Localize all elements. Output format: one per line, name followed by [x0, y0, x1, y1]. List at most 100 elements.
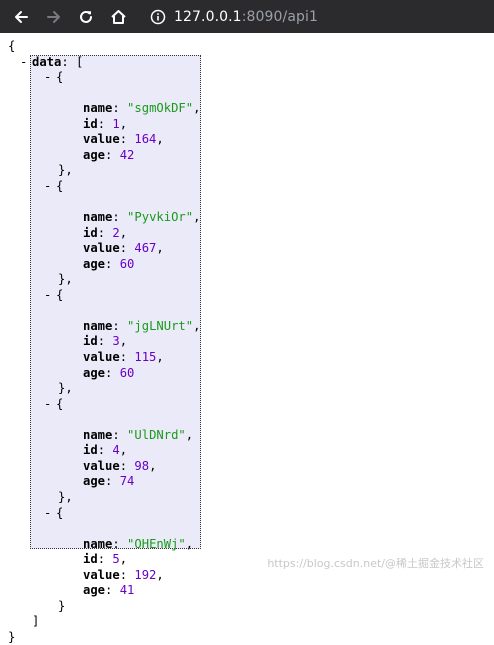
quote: " — [127, 318, 135, 333]
field-value: value: 164, — [83, 131, 164, 147]
url-path: :8090/api1 — [241, 8, 319, 25]
field-name: name: "OHEnWj", — [83, 536, 193, 552]
quote: " — [127, 536, 135, 551]
address-bar[interactable]: 127.0.0.1:8090/api1 — [150, 0, 318, 33]
colon: : — [61, 54, 77, 69]
field-key-id: id — [83, 552, 98, 567]
field-value-age: 74 — [119, 474, 135, 489]
field-key-value: value — [83, 350, 120, 364]
data-key: data — [32, 54, 62, 69]
item-open-brace: { — [56, 70, 64, 85]
field-key-name: name — [83, 318, 113, 333]
field-age: age: 74 — [83, 473, 134, 489]
close-brace: } — [8, 629, 16, 644]
field-value-value: 98 — [134, 458, 150, 473]
field-key-id: id — [83, 116, 98, 131]
colon: : — [119, 132, 135, 147]
field-value-age: 41 — [119, 583, 135, 598]
colon: : — [119, 567, 135, 582]
comma: , — [156, 132, 164, 147]
quote: " — [127, 101, 135, 116]
comma: , — [119, 334, 128, 349]
item-collapse-toggle[interactable]: - — [44, 287, 52, 302]
field-key-value: value — [83, 241, 120, 256]
item-close-brace: } — [58, 598, 66, 613]
reload-icon — [80, 10, 92, 23]
field-key-id: id — [83, 334, 98, 349]
comma: , — [119, 225, 128, 240]
field-age: age: 60 — [83, 365, 134, 381]
item-open-brace: { — [56, 178, 64, 193]
quote: " — [185, 318, 194, 333]
colon: : — [119, 458, 135, 473]
field-value: value: 98, — [83, 458, 156, 474]
field-key-id: id — [83, 443, 98, 458]
field-value-id: 2 — [112, 225, 120, 240]
field-key-age: age — [83, 147, 106, 162]
item-open: { — [56, 396, 63, 412]
item-close-brace: }, — [58, 272, 73, 287]
comma: , — [185, 536, 194, 551]
comma: , — [156, 241, 164, 256]
item-collapse-toggle[interactable]: - — [44, 396, 52, 411]
url-text[interactable]: 127.0.0.1:8090/api1 — [174, 9, 318, 25]
colon: : — [105, 583, 120, 598]
colon: : — [97, 552, 113, 567]
field-age: age: 42 — [83, 147, 134, 163]
quote: " — [127, 427, 135, 442]
colon: : — [105, 365, 120, 380]
item-close: }, — [58, 380, 73, 396]
field-key-age: age — [83, 583, 106, 598]
comma: , — [119, 116, 128, 131]
json-open-brace: { — [8, 38, 15, 54]
forward-arrow-icon — [47, 10, 60, 23]
array-open: [ — [76, 54, 84, 69]
field-id: id: 2, — [83, 225, 127, 241]
item-close-brace: }, — [58, 163, 73, 178]
quote: " — [178, 427, 186, 442]
field-value-name: OHEnWj — [134, 536, 179, 551]
comma: , — [156, 350, 164, 364]
comma: , — [119, 552, 128, 567]
back-arrow-icon — [15, 10, 28, 23]
field-key-name: name — [83, 536, 113, 551]
field-id: id: 5, — [83, 551, 127, 567]
url-host: 127.0.0.1 — [174, 8, 242, 25]
colon: : — [112, 318, 128, 333]
field-key-age: age — [83, 256, 106, 271]
watermark: https://blog.csdn.net/@稀土掘金技术社区 — [267, 557, 484, 570]
item-collapse-toggle[interactable]: - — [44, 505, 52, 520]
quote: " — [127, 210, 135, 225]
data-array-highlight — [30, 55, 201, 549]
field-key-id: id — [83, 225, 98, 240]
field-value: value: 192, — [83, 567, 164, 583]
field-id: id: 4, — [83, 442, 127, 458]
field-value-name: sgmOkDF — [134, 101, 186, 116]
item-close: } — [58, 598, 65, 614]
home-button[interactable] — [103, 0, 133, 33]
colon: : — [105, 256, 120, 271]
field-key-value: value — [83, 567, 120, 582]
colon: : — [112, 101, 128, 116]
back-button[interactable] — [6, 0, 36, 33]
forward-button[interactable] — [39, 0, 69, 33]
item-open: { — [56, 505, 63, 521]
field-value-id: 1 — [112, 116, 120, 131]
item-collapse-toggle[interactable]: - — [44, 178, 52, 193]
item-open-brace: { — [56, 505, 64, 520]
field-value-age: 42 — [119, 147, 135, 162]
field-value-value: 115 — [134, 350, 157, 364]
colon: : — [112, 210, 128, 225]
item-collapse-toggle[interactable]: - — [44, 70, 52, 85]
info-icon[interactable] — [150, 9, 166, 25]
home-icon — [110, 9, 126, 24]
comma: , — [119, 443, 128, 458]
reload-button[interactable] — [71, 0, 101, 33]
field-value-value: 467 — [134, 241, 157, 256]
data-collapse-toggle[interactable]: - — [20, 54, 28, 69]
comma: , — [149, 458, 157, 473]
quote: " — [185, 210, 194, 225]
json-viewer: {-data: [-{name: "sgmOkDF",id: 1,value: … — [0, 33, 494, 644]
comma: , — [193, 318, 201, 333]
colon: : — [105, 147, 120, 162]
